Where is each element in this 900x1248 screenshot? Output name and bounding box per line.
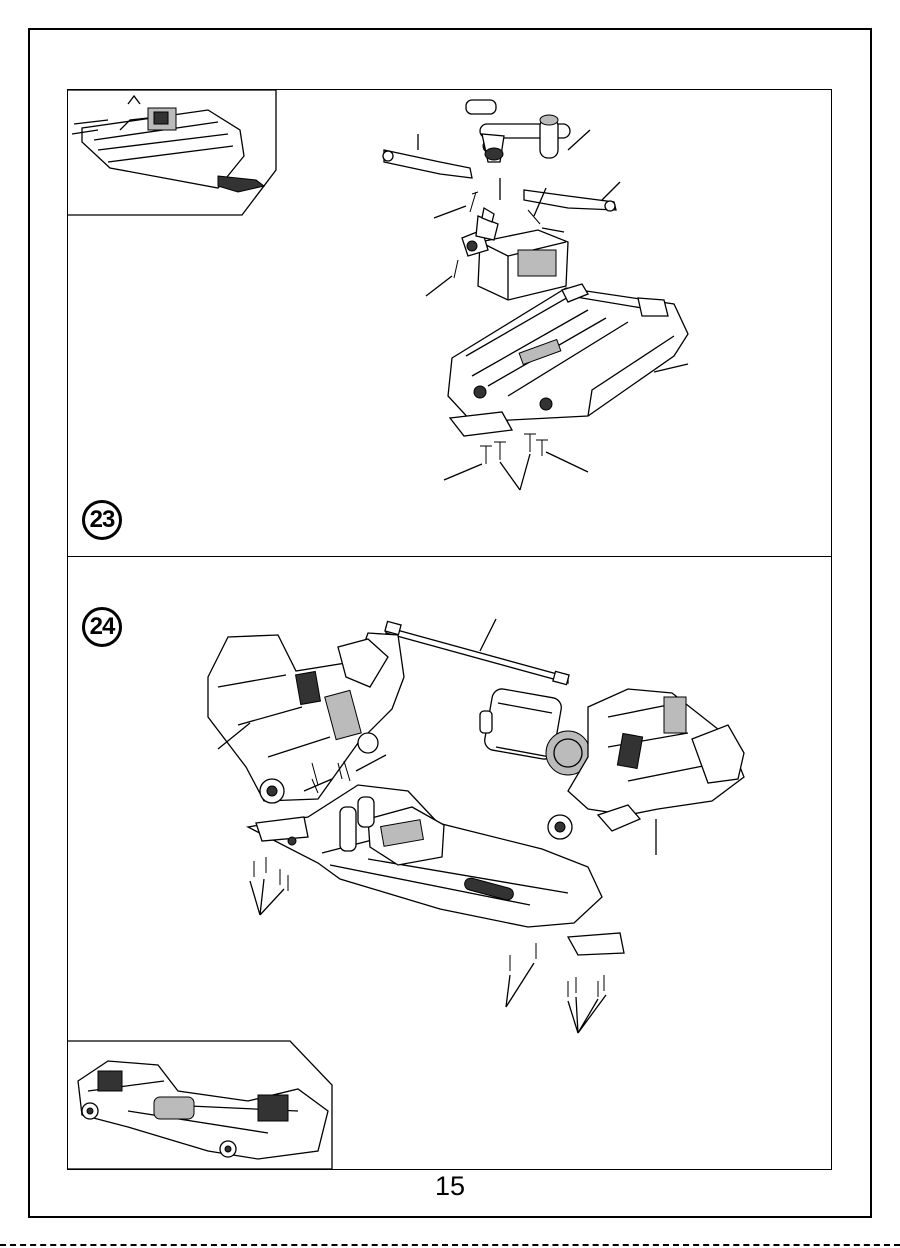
screw-set-chassis <box>444 434 588 490</box>
tie-rod-left <box>383 134 472 178</box>
chassis-with-servo <box>248 785 624 955</box>
center-driveshaft <box>385 619 569 685</box>
servo-saver-bellcrank <box>466 100 570 162</box>
front-gearbox-assembly <box>208 633 404 803</box>
step-24-thumbnail <box>68 1041 334 1171</box>
step-23-assembly-drawing <box>68 90 833 558</box>
main-chassis-tub <box>448 284 688 436</box>
rear-gearbox-motor-assembly <box>480 687 744 855</box>
step-24-panel: 24 <box>67 556 832 1170</box>
page-trim-line <box>0 1244 900 1246</box>
page-number: 15 <box>0 1171 900 1202</box>
step-23-panel: 23 <box>67 89 832 557</box>
steering-servo <box>462 208 568 300</box>
